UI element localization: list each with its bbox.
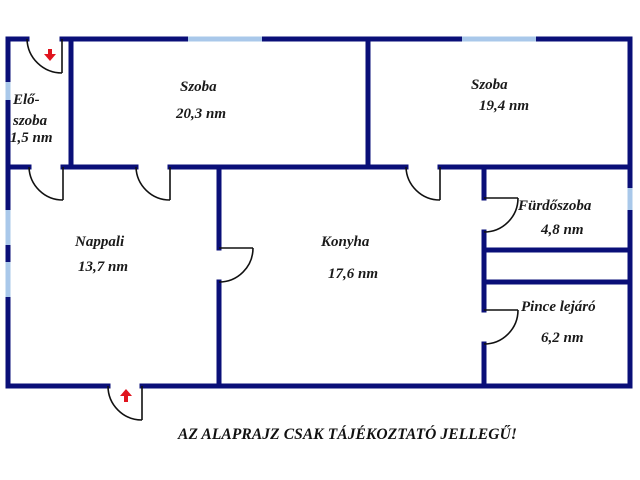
- door-eloszoba-nappali: [28, 166, 64, 201]
- room-label-szoba2-name: Szoba: [471, 77, 508, 93]
- room-label-pince-name: Pince lejáró: [521, 299, 596, 315]
- room-label-pince-area: 6,2 nm: [541, 330, 584, 346]
- door-entrance-top: [26, 38, 63, 74]
- room-label-furdoszoba-area: 4,8 nm: [541, 222, 584, 238]
- room-label-furdoszoba-name: Fürdőszoba: [518, 198, 592, 214]
- arrow-down-icon: [44, 49, 56, 61]
- door-entrance-bottom: [107, 385, 143, 421]
- windows: [5, 36, 633, 297]
- door-szoba2-konyha: [405, 166, 441, 201]
- door-szoba1-nappali: [135, 166, 171, 201]
- room-label-szoba1-name: Szoba: [180, 79, 217, 95]
- room-label-nappali-name: Nappali: [75, 234, 125, 250]
- room-label-eloszoba-name1: Elő-: [13, 92, 40, 108]
- arrow-up-icon: [120, 389, 132, 402]
- disclaimer-text: AZ ALAPRAJZ CSAK TÁJÉKOZTATÓ JELLEGŰ!: [178, 426, 518, 443]
- room-label-szoba2-area: 19,4 nm: [479, 98, 530, 114]
- room-label-szoba1-area: 20,3 nm: [176, 106, 227, 122]
- doors: [26, 38, 519, 421]
- walls: [5, 36, 633, 389]
- room-label-konyha-name: Konyha: [321, 234, 370, 250]
- room-label-konyha-area: 17,6 nm: [328, 266, 379, 282]
- room-label-eloszoba-area: 1,5 nm: [10, 130, 53, 146]
- door-konyha-furdoszoba: [483, 197, 519, 233]
- room-label-nappali-area: 13,7 nm: [78, 259, 129, 275]
- door-konyha-pince: [483, 309, 519, 345]
- room-label-eloszoba-name2: szoba: [13, 113, 48, 129]
- door-nappali-konyha: [218, 247, 254, 283]
